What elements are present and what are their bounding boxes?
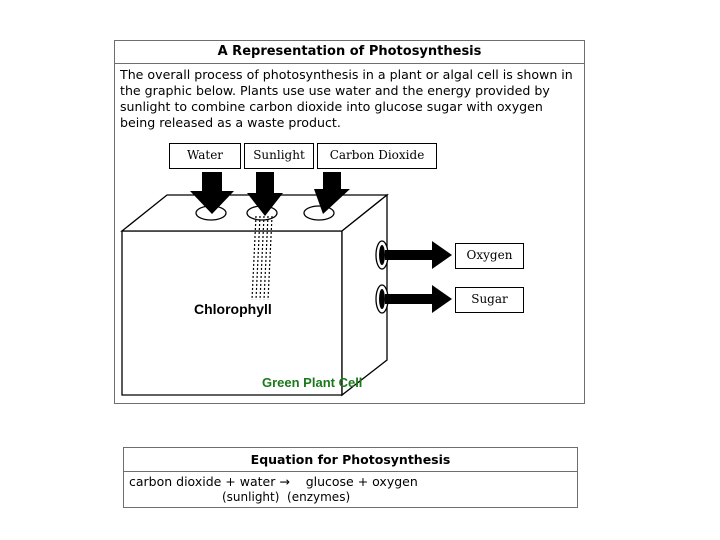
cell-cube [120, 193, 389, 397]
panel-description: The overall process of photosynthesis in… [120, 67, 573, 130]
carbon-dioxide-arrow [314, 172, 350, 214]
equation-line: carbon dioxide + water → glucose + oxyge… [129, 474, 418, 489]
sugar-output-arrow [375, 284, 452, 314]
water-arrow [190, 172, 234, 214]
water-label: Water [169, 143, 241, 169]
sugar-label: Sugar [455, 287, 524, 313]
oxygen-output-arrow [375, 240, 452, 270]
chlorophyll-label: Chlorophyll [194, 301, 272, 317]
oxygen-label: Oxygen [455, 243, 524, 269]
sunlight-label: Sunlight [244, 143, 314, 169]
panel-title: A Representation of Photosynthesis [115, 41, 584, 64]
equation-conditions: (sunlight) (enzymes) [222, 490, 351, 504]
equation-title: Equation for Photosynthesis [124, 448, 577, 472]
equation-panel: Equation for Photosynthesis carbon dioxi… [123, 447, 578, 508]
green-plant-cell-label: Green Plant Cell [262, 375, 363, 390]
carbon-dioxide-label: Carbon Dioxide [317, 143, 437, 169]
sunlight-arrow [247, 172, 283, 216]
